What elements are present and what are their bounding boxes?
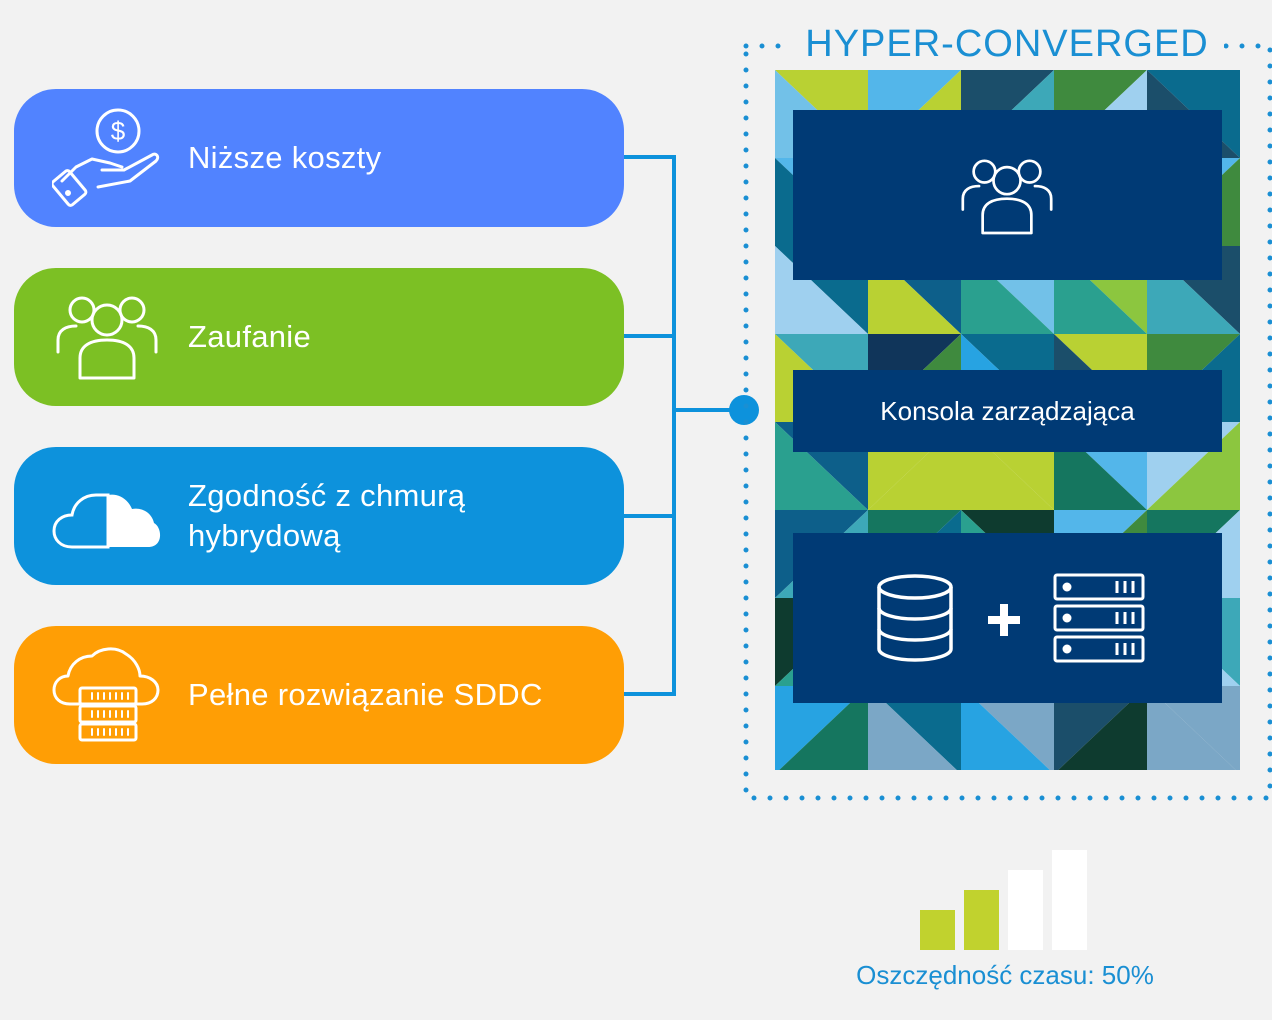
svg-text:$: $ bbox=[111, 116, 126, 146]
mosaic-tile bbox=[1147, 686, 1240, 770]
hyper-converged-frame bbox=[743, 43, 1272, 801]
people-group-icon bbox=[56, 296, 158, 380]
benefit-label: Zaufanie bbox=[188, 268, 608, 406]
benefit-label-line: Niższe koszty bbox=[188, 140, 382, 175]
time-savings-label: Oszczędność czasu: 50% bbox=[856, 960, 1154, 990]
benefit-full-sddc: Pełne rozwiązanie SDDC bbox=[14, 626, 624, 764]
users-panel bbox=[793, 110, 1222, 280]
benefit-hybrid-cloud: Zgodność z chmurą hybrydową bbox=[14, 447, 624, 585]
cloud-server-icon bbox=[52, 647, 160, 742]
mosaic-tile bbox=[868, 686, 957, 770]
database-icon bbox=[877, 574, 953, 662]
mosaic-tile bbox=[868, 686, 961, 770]
benefit-label: Pełne rozwiązanie SDDC bbox=[188, 626, 608, 764]
storage-compute-panel bbox=[793, 533, 1222, 703]
mosaic-tile bbox=[1054, 686, 1147, 770]
hand-coin-icon: $ bbox=[52, 108, 160, 207]
savings-bar-empty bbox=[1052, 850, 1087, 950]
server-rack-icon bbox=[1053, 573, 1145, 663]
savings-bar-filled bbox=[920, 910, 955, 950]
time-savings-bars bbox=[920, 850, 1087, 950]
benefit-lower-costs: $ Niższe koszty bbox=[14, 89, 624, 227]
plus-icon bbox=[988, 604, 1020, 636]
cloud-icon bbox=[52, 493, 161, 549]
benefit-label-line: Zgodność z chmurą bbox=[188, 478, 466, 513]
management-console-label: Konsola zarządzająca bbox=[880, 395, 1135, 426]
benefit-label-line: Pełne rozwiązanie SDDC bbox=[188, 677, 543, 712]
connector-node bbox=[729, 395, 759, 425]
benefit-label-line: Zaufanie bbox=[188, 319, 312, 354]
benefit-label: Niższe koszty bbox=[188, 89, 608, 227]
mosaic-tile bbox=[779, 686, 868, 770]
mosaic-tile bbox=[775, 686, 868, 770]
hyper-converged-title: HYPER-CONVERGED bbox=[790, 22, 1224, 66]
benefit-label: Zgodność z chmurą hybrydową bbox=[188, 447, 608, 585]
people-group-icon bbox=[961, 159, 1053, 235]
management-console-panel: Konsola zarządzająca bbox=[793, 370, 1222, 452]
benefit-trust: Zaufanie bbox=[14, 268, 624, 406]
savings-bar-empty bbox=[1008, 870, 1043, 950]
mosaic-tile bbox=[961, 686, 1054, 770]
benefit-label-line: hybrydową bbox=[188, 518, 341, 553]
savings-bar-filled bbox=[964, 890, 999, 950]
